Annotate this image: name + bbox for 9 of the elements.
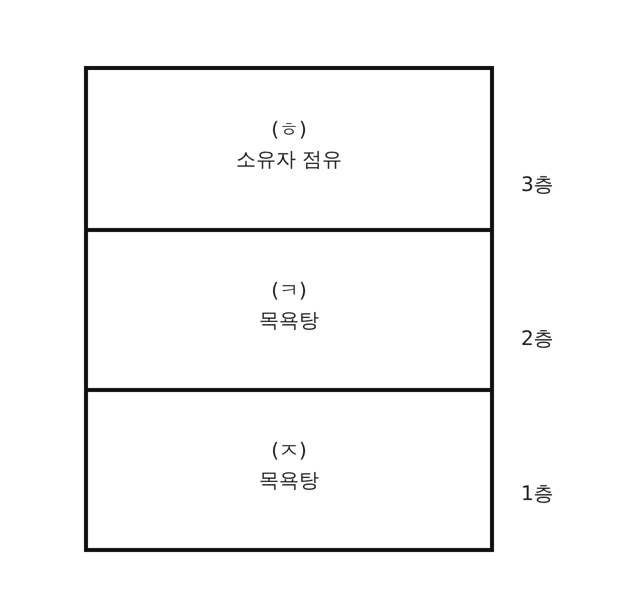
use-label: 소유자 점유 bbox=[236, 146, 342, 173]
floor-label: 3층 bbox=[521, 172, 554, 196]
unit-mark: (ㅋ) bbox=[271, 277, 307, 304]
use-label: 목욕탕 bbox=[259, 467, 319, 494]
floor-label: 1층 bbox=[521, 481, 554, 505]
floor-label: 2층 bbox=[521, 326, 554, 350]
unit-mark: (ㅎ) bbox=[271, 116, 307, 143]
unit-mark: (ㅈ) bbox=[271, 437, 307, 464]
use-label: 목욕탕 bbox=[259, 307, 319, 334]
